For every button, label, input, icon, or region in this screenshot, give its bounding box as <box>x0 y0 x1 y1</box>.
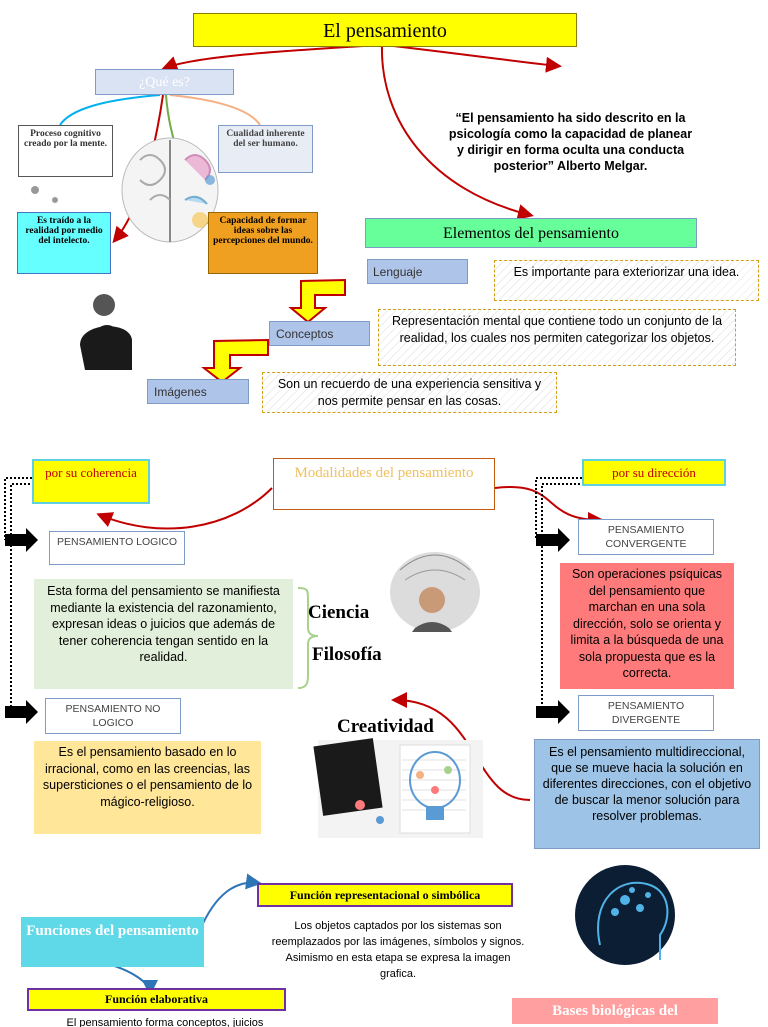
pensamiento-convergente-label: PENSAMIENTO CONVERGENTE <box>578 519 714 555</box>
por-su-direccion: por su dirección <box>582 459 726 486</box>
desc-conceptos: Representación mental que contiene todo … <box>378 309 736 366</box>
bases-biologicas-title: Bases biológicas del <box>512 998 718 1024</box>
label-lenguaje: Lenguaje <box>367 259 468 284</box>
pensamiento-logico-desc: Esta forma del pensamiento se manifiesta… <box>34 579 293 689</box>
melgar-quote: “El pensamiento ha sido descrito en la p… <box>448 111 693 173</box>
ciencia-label: Ciencia <box>308 602 370 623</box>
creatividad-label: Creatividad <box>337 716 434 737</box>
desc-imagenes: Son un recuerdo de una experiencia sensi… <box>262 372 557 413</box>
digital-brain-head-icon <box>575 865 675 965</box>
box-capacidad: Capacidad de formar ideas sobre las perc… <box>208 212 318 274</box>
label-imagenes: Imágenes <box>147 379 249 404</box>
pensamiento-logico-label: PENSAMIENTO LOGICO <box>49 531 185 565</box>
funcion-representacional-label: Función representacional o simbólica <box>257 883 513 907</box>
funcion-representacional-desc: Los objetos captados por los sistemas so… <box>271 920 525 980</box>
creativity-lightbulb-icon <box>313 738 483 838</box>
por-su-coherencia: por su coherencia <box>32 459 150 504</box>
elementos-title: Elementos del pensamiento <box>365 218 697 248</box>
pensamiento-no-logico-label: PENSAMIENTO NO LOGICO <box>45 698 181 734</box>
desc-lenguaje: Es importante para exteriorizar una idea… <box>494 260 759 301</box>
box-proceso: Proceso cognitivo creado por la mente. <box>18 125 113 177</box>
box-cualidad: Cualidad inherente del ser humano. <box>218 125 313 173</box>
label-conceptos: Conceptos <box>269 321 370 346</box>
brain-illustration-icon <box>19 137 219 243</box>
thinking-head-icon <box>80 294 132 370</box>
filosofia-label: Filosofía <box>312 644 382 665</box>
pensamiento-convergente-desc: Son operaciones psíquicas del pensamient… <box>560 563 734 689</box>
que-es-box: ¿Qué es? <box>95 69 234 95</box>
funcion-elaborativa-desc: El pensamiento forma conceptos, juicios <box>66 1017 264 1027</box>
funciones-title: Funciones del pensamiento <box>21 917 204 967</box>
modalidades-title: Modalidades del pensamiento <box>273 458 495 510</box>
funcion-elaborativa-label: Función elaborativa <box>27 988 286 1011</box>
pensamiento-divergente-desc: Es el pensamiento multidireccional, que … <box>534 739 760 849</box>
pensamiento-divergente-label: PENSAMIENTO DIVERGENTE <box>578 695 714 731</box>
stressed-man-icon <box>390 552 480 632</box>
page-title: El pensamiento <box>193 13 577 47</box>
box-traido: Es traído a la realidad por medio del in… <box>17 212 111 274</box>
pensamiento-no-logico-desc: Es el pensamiento basado en lo irraciona… <box>34 741 261 834</box>
